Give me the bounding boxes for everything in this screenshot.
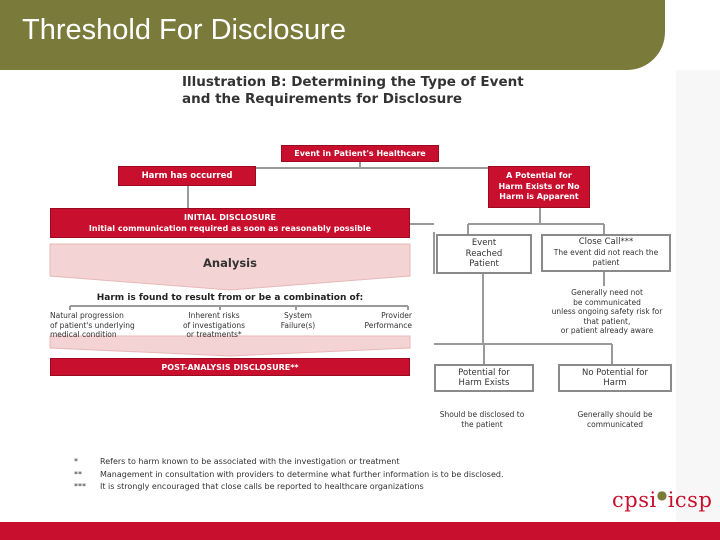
illustration-title-line2: and the Requirements for Disclosure: [182, 91, 463, 107]
generally-line1: Generally should be: [577, 410, 653, 419]
potential-line1: A Potential for: [506, 171, 572, 181]
event-box: Event in Patient's Healthcare: [281, 145, 439, 162]
generally-need-not-note: Generally need not be communicated unles…: [541, 288, 673, 336]
illustration-title: Illustration B: Determining the Type of …: [182, 74, 602, 108]
gen-need-line5: or patient already aware: [560, 326, 654, 335]
slide-title-bar: Threshold For Disclosure: [0, 0, 665, 70]
bottom-accent-bar: [0, 522, 720, 540]
footnote-mark: ***: [74, 482, 86, 491]
footnote-row: *** It is strongly encouraged that close…: [74, 481, 634, 494]
footnotes: * Refers to harm known to be associated …: [74, 456, 634, 494]
potential-line3: Harm is Apparent: [499, 192, 579, 202]
cause2-line3: or treatments*: [186, 330, 242, 339]
logo-dot-icon: ●: [656, 488, 668, 502]
footnote-text: It is strongly encouraged that close cal…: [100, 482, 424, 491]
cause3-line2: Failure(s): [280, 320, 316, 330]
gen-need-line3: unless ongoing safety risk for: [551, 307, 663, 316]
potential-harm-box: A Potential for Harm Exists or No Harm i…: [488, 166, 590, 208]
footnote-row: * Refers to harm known to be associated …: [74, 456, 634, 469]
gen-need-line4: that patient,: [583, 316, 631, 326]
footnote-text: Refers to harm known to be associated wi…: [100, 457, 400, 466]
no-pot-line1: No Potential for: [582, 367, 648, 378]
illustration-title-line1: Illustration B: Determining the Type of …: [182, 74, 524, 90]
no-potential-harm-box: No Potential for Harm: [558, 364, 672, 392]
initial-disclosure-box: INITIAL DISCLOSURE Initial communication…: [50, 208, 410, 238]
cause2-line1: Inherent risks: [188, 311, 240, 320]
reached-line2: Reached: [465, 248, 503, 259]
cause1-line1: Natural progression: [50, 311, 124, 320]
initial-disclosure-sub: Initial communication required as soon a…: [88, 224, 372, 233]
reached-line3: Patient: [469, 259, 499, 270]
pot-exists-line1: Potential for: [458, 367, 510, 378]
cause4-line1: Provider: [381, 311, 412, 320]
footnote-row: ** Management in consultation with provi…: [74, 469, 634, 482]
analysis-label: Analysis: [203, 256, 257, 270]
generally-should-note: Generally should be communicated: [560, 410, 670, 429]
no-pot-line2: Harm: [603, 378, 627, 388]
potential-line2: Harm Exists or No: [498, 181, 580, 191]
generally-line2: communicated: [587, 419, 643, 429]
close-call-sub2: patient: [592, 258, 620, 268]
cpsi-icsp-logo: cpsi●icsp: [612, 488, 712, 512]
footnote-text: Management in consultation with provider…: [100, 469, 504, 479]
cause-inherent-risks: Inherent risks of investigations or trea…: [166, 311, 262, 340]
harm-occurred-box: Harm has occurred: [118, 166, 256, 186]
close-call-sub1: The event did not reach the: [553, 247, 659, 257]
slide-title: Threshold For Disclosure: [22, 14, 346, 46]
cause-provider-performance: Provider Performance: [344, 311, 412, 330]
cause-natural-progression: Natural progression of patient's underly…: [50, 311, 162, 340]
close-call-title: Close Call***: [578, 237, 634, 248]
reached-line1: Event: [471, 238, 497, 249]
harm-found-label: Harm is found to result from or be a com…: [96, 293, 364, 303]
gen-need-line2: be communicated: [573, 297, 641, 307]
cause2-line2: of investigations: [182, 320, 246, 330]
post-analysis-disclosure-box: POST-ANALYSIS DISCLOSURE**: [50, 358, 410, 376]
potential-harm-exists-box: Potential for Harm Exists: [434, 364, 534, 392]
right-margin-strip: [676, 70, 720, 522]
cause3-line1: System: [284, 311, 312, 320]
cause4-line2: Performance: [364, 320, 412, 330]
cause1-line3: medical condition: [50, 330, 117, 339]
should-be-disclosed-note: Should be disclosed to the patient: [430, 410, 534, 429]
should-line2: the patient: [461, 419, 503, 429]
should-line1: Should be disclosed to: [439, 410, 525, 419]
cause1-line2: of patient's underlying: [50, 320, 135, 330]
logo-left: cpsi: [612, 488, 657, 512]
gen-need-line1: Generally need not: [571, 288, 643, 297]
footnote-mark: *: [74, 457, 78, 466]
initial-disclosure-title: INITIAL DISCLOSURE: [184, 213, 276, 222]
footnote-mark: **: [74, 469, 82, 479]
logo-right: icsp: [667, 488, 713, 512]
pot-exists-line2: Harm Exists: [458, 378, 510, 388]
close-call-box: Close Call*** The event did not reach th…: [541, 234, 671, 272]
cause-system-failure: System Failure(s): [266, 311, 330, 330]
event-reached-patient-box: Event Reached Patient: [436, 234, 532, 274]
